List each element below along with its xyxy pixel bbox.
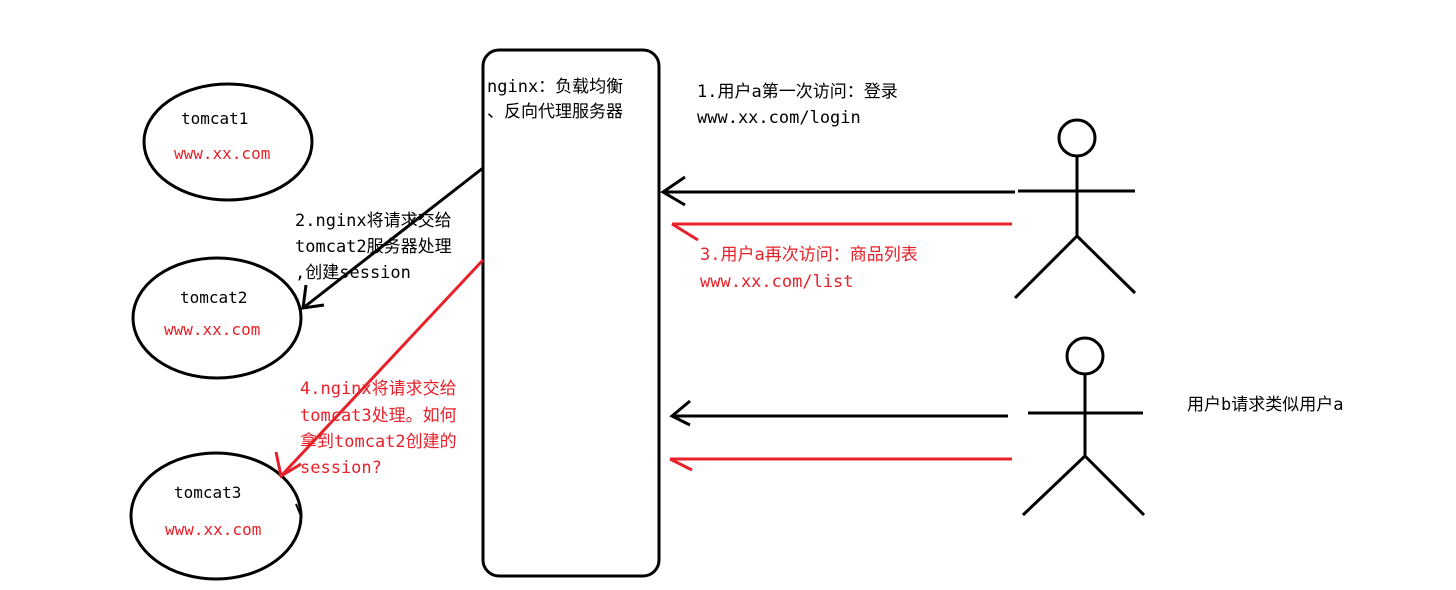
user-a-figure	[1013, 118, 1137, 300]
step4-line4: session?	[300, 458, 382, 478]
step4-line2: tomcat3处理。如何	[300, 406, 457, 426]
tomcat1-name: tomcat1	[181, 109, 249, 128]
step1-line1: 1.用户a第一次访问：登录	[697, 82, 898, 102]
arrow-user-b-red	[669, 457, 1012, 472]
arrow-user-b-black	[669, 399, 1008, 427]
tomcat2-url: www.xx.com	[164, 320, 261, 339]
arrow-user-a-second-visit	[671, 222, 1012, 242]
nginx-label-line1: nginx：负载均衡	[487, 77, 624, 97]
nginx-label-line2: 、反向代理服务器	[487, 102, 623, 122]
user-b-figure	[1021, 336, 1146, 517]
step3-line1: 3.用户a再次访问：商品列表	[700, 245, 918, 265]
arrow-user-a-first-visit	[660, 175, 1015, 207]
tomcat1-url: www.xx.com	[174, 144, 271, 163]
tomcat3-name: tomcat3	[174, 483, 242, 502]
arrow-nginx-to-tomcat3	[274, 258, 485, 479]
tomcat1-node	[142, 82, 314, 202]
step2-line3: ,创建session	[295, 263, 411, 283]
tomcat3-url: www.xx.com	[165, 520, 262, 539]
step4-line1: 4.nginx将请求交给	[300, 379, 457, 399]
step3-line2: www.xx.com/list	[700, 272, 854, 292]
tomcat2-name: tomcat2	[180, 288, 248, 307]
user-b-note: 用户b请求类似用户a	[1187, 395, 1344, 415]
step1-line2: www.xx.com/login	[697, 108, 861, 128]
arrow-nginx-to-tomcat2	[301, 166, 484, 310]
tomcat2-node	[131, 256, 303, 380]
tomcat3-node	[129, 451, 303, 581]
nginx-box	[481, 48, 661, 578]
step4-line3: 拿到tomcat2创建的	[300, 432, 457, 452]
step2-line2: tomcat2服务器处理	[295, 237, 452, 257]
step2-line1: 2.nginx将请求交给	[295, 211, 452, 231]
tomcat3-mark	[295, 503, 302, 517]
